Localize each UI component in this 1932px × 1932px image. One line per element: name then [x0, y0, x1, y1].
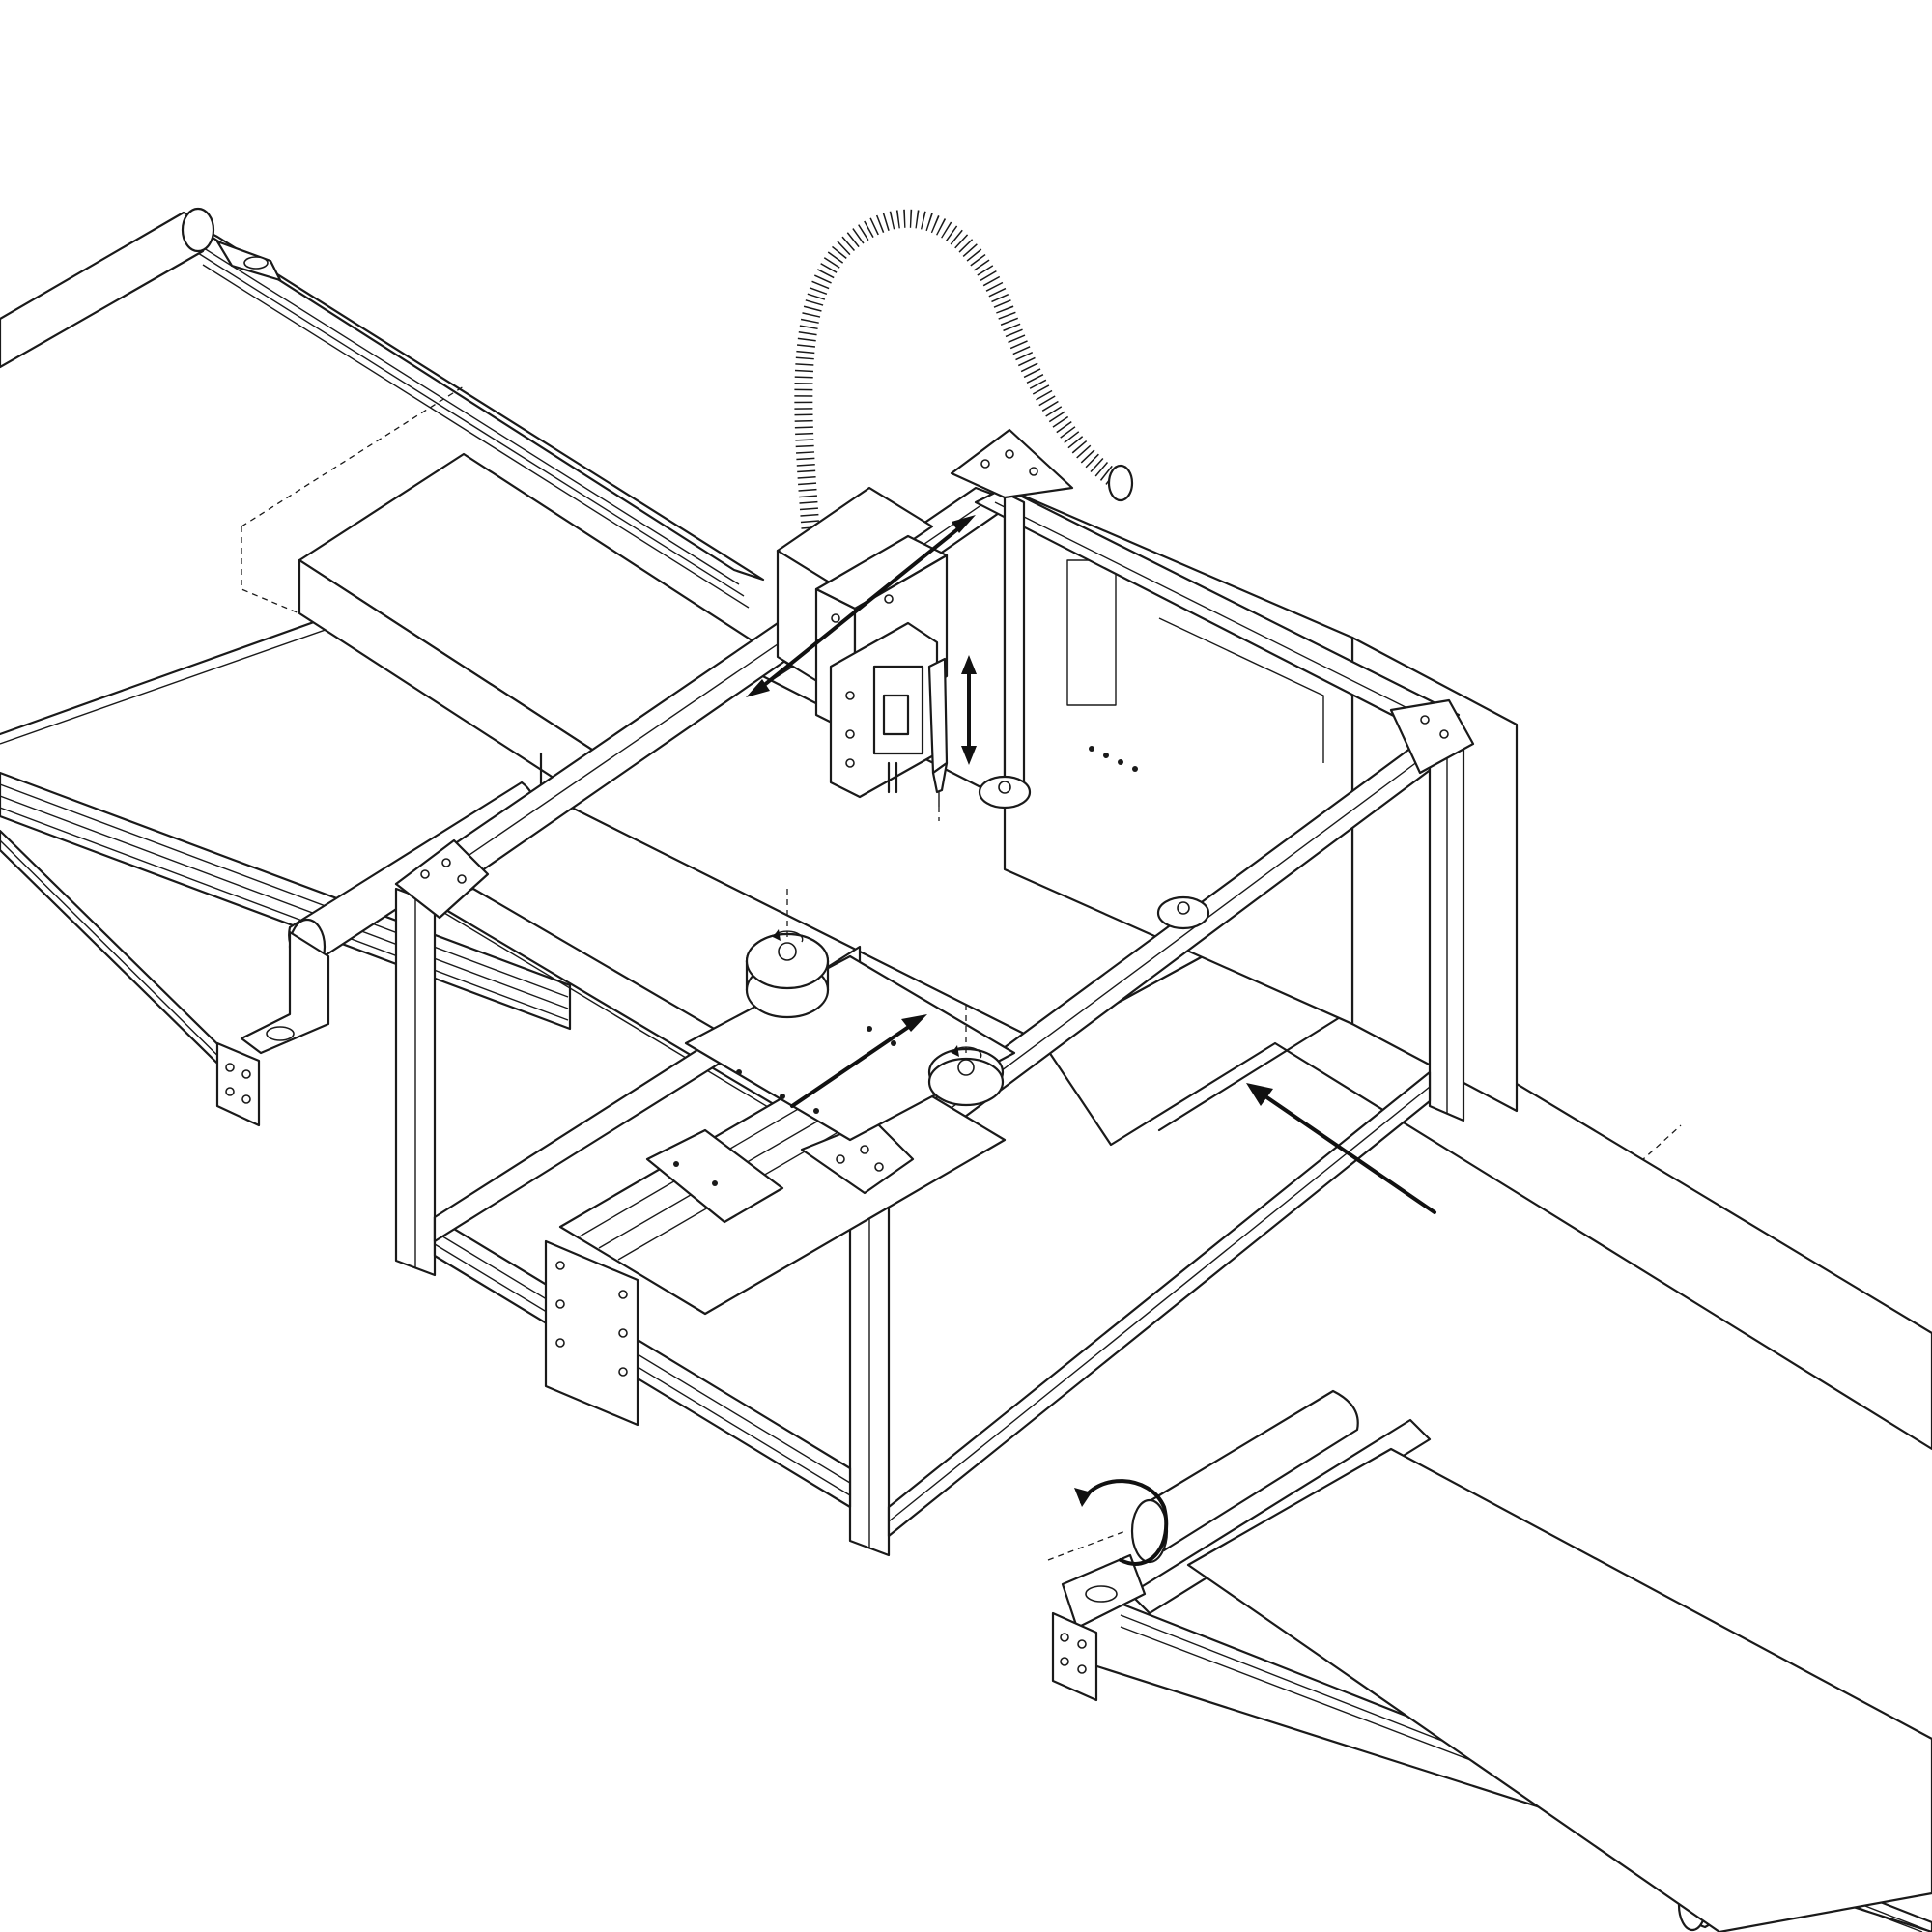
side-plate [544, 1239, 639, 1427]
feed-direction-arrow [1246, 1083, 1436, 1214]
roller-wheel-rotation-icons [772, 929, 982, 1059]
pen [927, 657, 949, 775]
gusset-front-left [394, 838, 490, 920]
drive-rollers [645, 775, 1210, 1224]
z-axis-arrow [961, 655, 977, 765]
right-conveyor [1041, 925, 1932, 1932]
roller-rotation-arrow [1074, 1479, 1169, 1566]
gusset-right [1389, 698, 1475, 775]
cable-conduit [794, 209, 1134, 543]
x-axis-arrow [746, 515, 976, 697]
gusset-back [950, 428, 1074, 499]
y-axis-arrow [790, 1014, 927, 1108]
lower-plate [645, 1128, 784, 1224]
